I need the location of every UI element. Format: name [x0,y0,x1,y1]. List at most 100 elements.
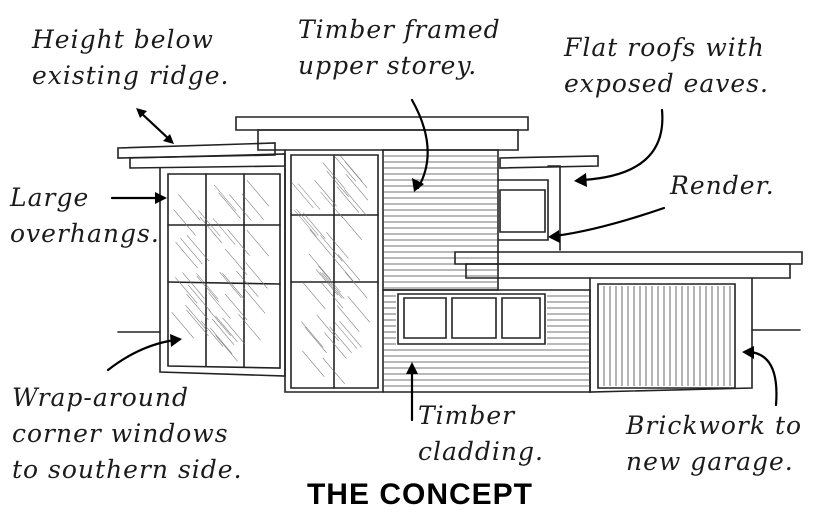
hatch-stroke [174,210,196,236]
hatch-stroke [201,321,223,347]
hatch-stroke [324,333,346,359]
hatch-stroke [337,306,359,332]
timber-cladding-ground [383,290,590,392]
arrow-flat-roofs [574,110,662,187]
hatch-stroke [327,171,349,197]
hatch-stroke [180,238,202,264]
garage-roof-fascia [466,264,790,278]
note-overhangs-line-1: Large [10,180,160,216]
note-timber-upper: Timber framed upper storey. [298,12,501,84]
hatch-stroke [239,314,261,340]
note-timber-cladding-line-1: Timber [418,398,544,434]
note-flat-roofs: Flat roofs with exposed eaves. [564,30,769,102]
hatch-stroke [297,209,319,235]
hatch-stroke [243,287,265,313]
hatch-stroke [186,305,208,331]
left-roof-eave [130,154,285,168]
hatch-stroke [291,182,313,208]
main-roof [236,117,528,130]
glass-hatching [172,155,370,384]
note-brickwork-line-1: Brickwork to [626,408,802,444]
note-overhangs: Large overhangs. [10,180,160,252]
page-title: THE CONCEPT [0,478,840,512]
hatch-stroke [321,282,343,308]
note-brickwork: Brickwork to new garage. [626,408,802,480]
render-wall [498,180,548,240]
hatch-stroke [247,230,269,256]
hatch-stroke [212,319,234,345]
hatch-stroke [317,315,339,341]
arrow-timber-upper [412,100,428,192]
hatch-stroke [330,327,352,353]
garage-door [598,284,735,388]
hatch-stroke [247,180,269,206]
hatch-stroke [246,262,268,288]
note-timber-cladding: Timber cladding. [418,398,544,470]
hatch-stroke [182,272,204,298]
note-render: Render. [670,168,775,204]
hatch-stroke [186,294,208,320]
garage-door-lines [604,286,730,386]
hatch-stroke [332,256,354,282]
arrow-brickwork [742,346,776,405]
note-flat-roofs-line-1: Flat roofs with [564,30,769,66]
hatch-stroke [294,210,316,236]
left-tower-windows [168,174,280,368]
hatch-stroke [209,310,231,336]
hatch-stroke [222,273,244,299]
arrow-render [548,208,664,243]
hatch-stroke [176,242,198,268]
note-corner-windows: Wrap-around corner windows to southern s… [12,380,243,488]
note-timber-cladding-line-2: cladding. [418,434,544,470]
hatch-stroke [303,283,325,309]
arrow-timber-cladding [406,362,418,420]
hatch-stroke [220,272,242,298]
hatch-stroke [229,194,251,220]
note-corner-windows-line-1: Wrap-around [12,380,243,416]
hatch-stroke [175,277,197,303]
hatch-stroke [305,327,327,353]
hatch-stroke [345,162,367,188]
render-window [500,190,545,232]
arrow-height [136,108,174,144]
note-overhangs-line-2: overhangs. [10,216,160,252]
garage-wall [590,278,752,392]
ground-floor-windows [398,294,545,344]
hatch-stroke [340,321,362,347]
note-flat-roofs-line-2: exposed eaves. [564,66,769,102]
arrow-corner-windows [108,334,182,370]
hatch-stroke [321,192,343,218]
hatch-stroke [219,193,241,219]
hatch-stroke [178,194,200,220]
hatch-stroke [340,156,362,182]
note-timber-upper-line-1: Timber framed [298,12,501,48]
hatch-stroke [326,232,348,258]
note-timber-upper-line-2: upper storey. [298,48,501,84]
hatch-stroke [200,217,222,243]
hatch-stroke [172,312,194,338]
upper-cladding-lines [384,156,497,288]
hatch-stroke [188,285,210,311]
hatch-stroke [302,351,324,377]
hatch-stroke [346,174,368,200]
hatch-stroke [344,189,366,215]
hatch-stroke [320,272,342,298]
hatch-stroke [197,276,219,302]
timber-upper-storey [383,150,498,290]
hatch-stroke [216,335,238,361]
hatch-stroke [320,235,342,261]
hatch-stroke [186,310,208,336]
hatch-stroke [228,230,250,256]
hatch-stroke [334,155,356,181]
note-render-line-1: Render. [670,168,775,204]
hatch-stroke [214,185,236,211]
note-height-line-1: Height below [32,22,230,58]
hatch-stroke [337,187,359,213]
note-corner-windows-line-2: corner windows [12,416,243,452]
note-height-line-2: existing ridge. [32,58,230,94]
hatch-stroke [319,266,341,292]
hatch-stroke [335,323,357,349]
hatch-stroke [242,194,264,220]
note-brickwork-line-2: new garage. [626,444,802,480]
